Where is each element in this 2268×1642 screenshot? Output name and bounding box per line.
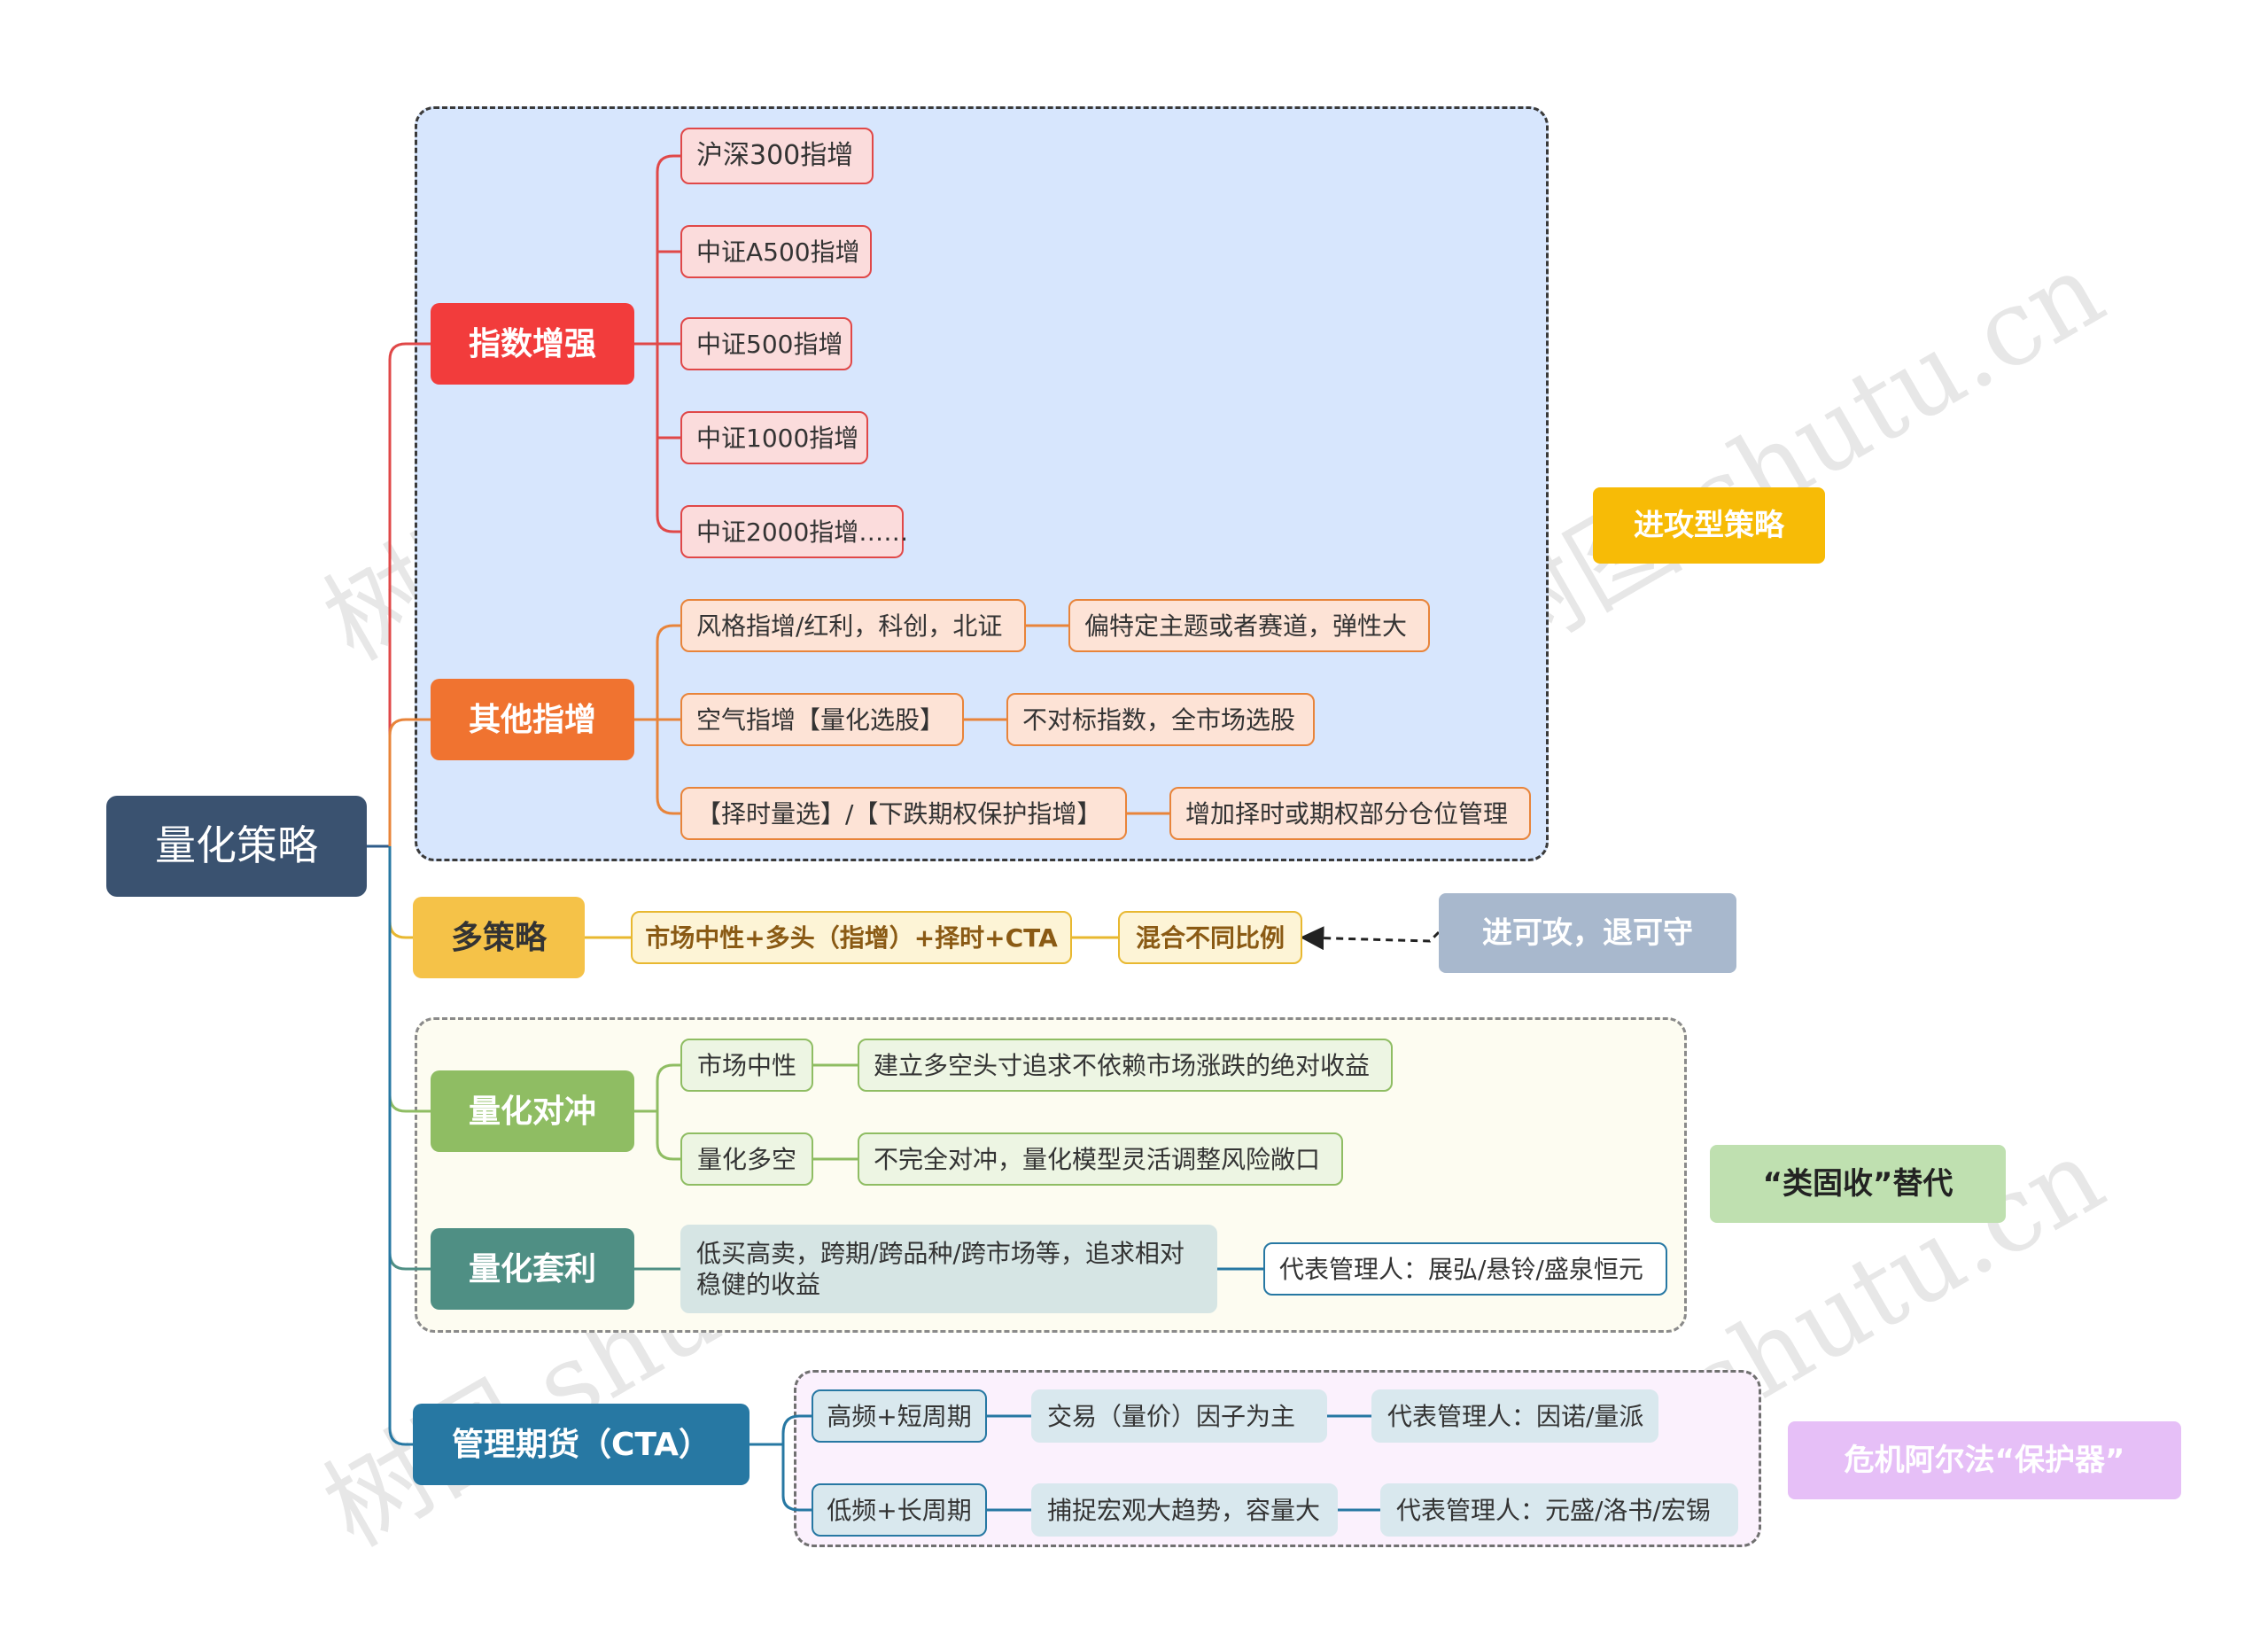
- branch-quant-hedge[interactable]: 量化对冲: [431, 1070, 634, 1152]
- branch-other-enhance[interactable]: 其他指增: [431, 679, 634, 760]
- cta-managers-hf[interactable]: 代表管理人：因诺/量派: [1371, 1389, 1658, 1443]
- index-item-csi1000[interactable]: 中证1000指增: [680, 411, 868, 464]
- other-note-style[interactable]: 偏特定主题或者赛道，弹性大: [1068, 599, 1430, 652]
- branch-index-enhance[interactable]: 指数增强: [431, 303, 634, 385]
- cta-factor-hf[interactable]: 交易（量价）因子为主: [1031, 1389, 1327, 1443]
- cta-item-hf[interactable]: 高频+短周期: [812, 1389, 987, 1443]
- hedge-item-neutral[interactable]: 市场中性: [680, 1039, 813, 1092]
- multi-item-mix[interactable]: 市场中性+多头（指增）+择时+CTA: [631, 911, 1072, 964]
- index-item-csi2000[interactable]: 中证2000指增……: [680, 505, 908, 558]
- root-node[interactable]: 量化策略: [106, 796, 367, 897]
- side-label-flex[interactable]: 进可攻，退可守: [1439, 893, 1736, 973]
- cta-factor-lf[interactable]: 捕捉宏观大趋势，容量大: [1031, 1483, 1338, 1537]
- multi-note-ratio[interactable]: 混合不同比例: [1118, 911, 1302, 964]
- other-note-air[interactable]: 不对标指数，全市场选股: [1006, 693, 1315, 746]
- branch-quant-arbitrage[interactable]: 量化套利: [431, 1228, 634, 1310]
- hedge-note-longshort[interactable]: 不完全对冲，量化模型灵活调整风险敞口: [858, 1132, 1343, 1186]
- index-item-a500[interactable]: 中证A500指增: [680, 225, 872, 278]
- branch-multi-strategy[interactable]: 多策略: [413, 897, 585, 978]
- branch-managed-futures[interactable]: 管理期货（CTA）: [413, 1404, 750, 1485]
- cta-managers-lf[interactable]: 代表管理人：元盛/洛书/宏锡: [1380, 1483, 1738, 1537]
- side-label-attack[interactable]: 进攻型策略: [1593, 487, 1825, 564]
- other-item-air[interactable]: 空气指增【量化选股】: [680, 693, 964, 746]
- arbitrage-desc-line1: 低买高卖，跨期/跨品种/跨市场等，追求相对: [696, 1239, 1184, 1268]
- side-label-crisis[interactable]: 危机阿尔法“保护器”: [1788, 1421, 2181, 1499]
- index-item-csi500[interactable]: 中证500指增: [680, 317, 852, 370]
- other-note-timing[interactable]: 增加择时或期权部分仓位管理: [1169, 787, 1531, 840]
- other-item-style[interactable]: 风格指增/红利，科创，北证: [680, 599, 1026, 652]
- arbitrage-desc-line2: 稳健的收益: [696, 1270, 821, 1299]
- arbitrage-desc[interactable]: 低买高卖，跨期/跨品种/跨市场等，追求相对 稳健的收益: [680, 1225, 1217, 1313]
- index-item-hs300[interactable]: 沪深300指增: [680, 128, 874, 184]
- hedge-note-neutral[interactable]: 建立多空头寸追求不依赖市场涨跌的绝对收益: [858, 1039, 1393, 1092]
- side-label-fixed-income[interactable]: “类固收”替代: [1710, 1145, 2006, 1223]
- arbitrage-managers[interactable]: 代表管理人：展弘/悬铃/盛泉恒元: [1263, 1242, 1667, 1296]
- cta-item-lf[interactable]: 低频+长周期: [812, 1483, 987, 1537]
- other-item-timing[interactable]: 【择时量选】/【下跌期权保护指增】: [680, 787, 1127, 840]
- hedge-item-longshort[interactable]: 量化多空: [680, 1132, 813, 1186]
